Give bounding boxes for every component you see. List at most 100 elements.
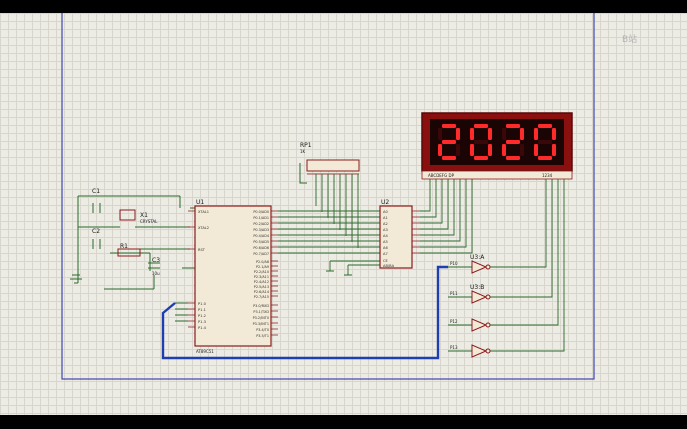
u1-microcontroller[interactable]	[188, 205, 278, 347]
digit-2-segment-b	[520, 128, 524, 140]
digit-3-segment-a	[538, 124, 552, 128]
digit-1-segment-a	[474, 124, 488, 128]
u2-pin-a4: A4	[383, 234, 388, 238]
x1-label: X1	[140, 212, 148, 219]
display-digits	[438, 124, 556, 160]
u2-pin-a6: A6	[383, 246, 388, 250]
u1-pin-p05: P0.5/AD5	[253, 240, 269, 244]
u3b-label: U3:B	[470, 284, 484, 291]
digit-3-segment-b	[552, 128, 556, 140]
p1-bus	[161, 265, 448, 360]
u3-input-p13: P13	[450, 345, 458, 350]
u1-pin-p35: P3.5/T1	[256, 334, 269, 338]
u1-pin-p00: P0.0/AD0	[253, 210, 269, 214]
digit-0-segment-a	[442, 124, 456, 128]
top-letterbox	[0, 0, 687, 13]
sheet-border	[61, 13, 595, 380]
u2-pin-ab: AB/BA	[383, 264, 395, 268]
seven-segment-display[interactable]	[421, 112, 573, 180]
u3-input-p10: P10	[450, 261, 458, 266]
u1-pin-p32: P3.2/INT0	[253, 316, 269, 320]
digit-0-segment-f	[438, 128, 442, 140]
u1-pin-rst: RST	[198, 248, 206, 252]
digit-2-segment-e	[502, 144, 506, 156]
digit-0-segment-c	[456, 144, 460, 156]
digit-1-segment-c	[488, 144, 492, 156]
u1-pin-p20: P2.0/A8	[256, 260, 269, 264]
digit-0-segment-g	[442, 140, 456, 144]
u1-pin-p01: P0.1/AD1	[253, 216, 269, 220]
u1-pin-p04: P0.4/AD4	[253, 234, 269, 238]
u1-pin-p30: P3.0/RXD	[253, 304, 269, 308]
u1-pin-p24: P2.4/A12	[254, 280, 269, 284]
digit-0-segment-b	[456, 128, 460, 140]
u3-inverters[interactable]	[471, 260, 491, 358]
rp1-resistor-pack[interactable]	[299, 159, 360, 184]
u2-buffer[interactable]	[379, 205, 420, 269]
digit-2-segment-a	[506, 124, 520, 128]
digit-1-segment-e	[470, 144, 474, 156]
u1-pin-p21: P2.1/A9	[256, 265, 269, 269]
digit-3-segment-e	[534, 144, 538, 156]
rp1-value: 1K	[300, 149, 306, 154]
watermark: B站	[622, 35, 638, 45]
u3a-label: U3:A	[470, 254, 485, 261]
u2-pin-a0: A0	[383, 210, 388, 214]
digit-2-segment-d	[506, 156, 520, 160]
c3-label: C3	[152, 257, 160, 264]
oscillator-circuit[interactable]	[70, 195, 195, 290]
digit-0-segment-d	[442, 156, 456, 160]
u1-pin-p02: P0.2/AD2	[253, 222, 269, 226]
u1-pin-p33: P3.3/INT1	[253, 322, 269, 326]
u2-pin-a3: A3	[383, 228, 388, 232]
u1-pin-p11: P1.1	[198, 308, 206, 312]
display-common-labels: 1234	[542, 173, 553, 178]
u1-pin-p06: P0.6/AD6	[253, 246, 269, 250]
u1-pin-p10: P1.0	[198, 302, 207, 306]
bottom-letterbox	[0, 415, 687, 429]
u1-pin-xtal1: XTAL1	[198, 210, 209, 214]
u2-label: U2	[381, 199, 389, 206]
u1-pin-p27: P2.7/A15	[254, 295, 269, 299]
u1-pin-p23: P2.3/A11	[254, 275, 269, 279]
digit-3-segment-g	[538, 140, 552, 144]
digit-1-segment-b	[488, 128, 492, 140]
c1-label: C1	[92, 188, 100, 195]
c2-label: C2	[92, 228, 100, 235]
u1-pin-p13: P1.3	[198, 320, 206, 324]
u1-part-label: AT89C51	[196, 349, 214, 354]
digit-select-wires	[448, 179, 565, 352]
u1-pin-p12: P1.2	[198, 314, 206, 318]
u1-pin-p14: P1.4	[198, 326, 207, 330]
c3-value: 10u	[152, 271, 160, 276]
digit-2-segment-g	[506, 140, 520, 144]
u1-pin-p34: P3.4/T0	[256, 328, 269, 332]
u1-pin-xtal2: XTAL2	[198, 226, 209, 230]
u1-pin-p25: P2.5/A13	[254, 285, 269, 289]
u1-pin-p31: P3.1/TXD	[253, 310, 269, 314]
u1-pin-p03: P0.3/AD3	[253, 228, 269, 232]
digit-1-segment-f	[470, 128, 474, 140]
digit-2-segment-c	[520, 144, 524, 156]
u2-pin-a1: A1	[383, 216, 388, 220]
digit-3-segment-d	[538, 156, 552, 160]
digit-3-segment-f	[534, 128, 538, 140]
u2-pin-a7: A7	[383, 252, 388, 256]
digit-2-segment-f	[502, 128, 506, 140]
u1-pin-p26: P2.6/A14	[254, 290, 269, 294]
u1-label: U1	[196, 199, 204, 206]
u1-pin-p22: P2.2/A10	[254, 270, 269, 274]
digit-1-segment-d	[474, 156, 488, 160]
rp1-label: RP1	[300, 142, 312, 149]
display-segment-labels: ABCDEFG DP	[428, 173, 455, 178]
x1-value: CRYSTAL	[140, 219, 158, 224]
digit-0-segment-e	[438, 144, 442, 156]
u2-pin-ce: CE	[383, 259, 389, 263]
r1-label: R1	[120, 243, 128, 250]
u3-input-p12: P12	[450, 319, 458, 324]
digit-3-segment-c	[552, 144, 556, 156]
u2-pin-a5: A5	[383, 240, 388, 244]
schematic-canvas[interactable]: C1 C2 C3 10u X1 CRYSTAL R1 U1 AT89C51 XT…	[0, 13, 687, 415]
segment-wires	[420, 179, 473, 254]
